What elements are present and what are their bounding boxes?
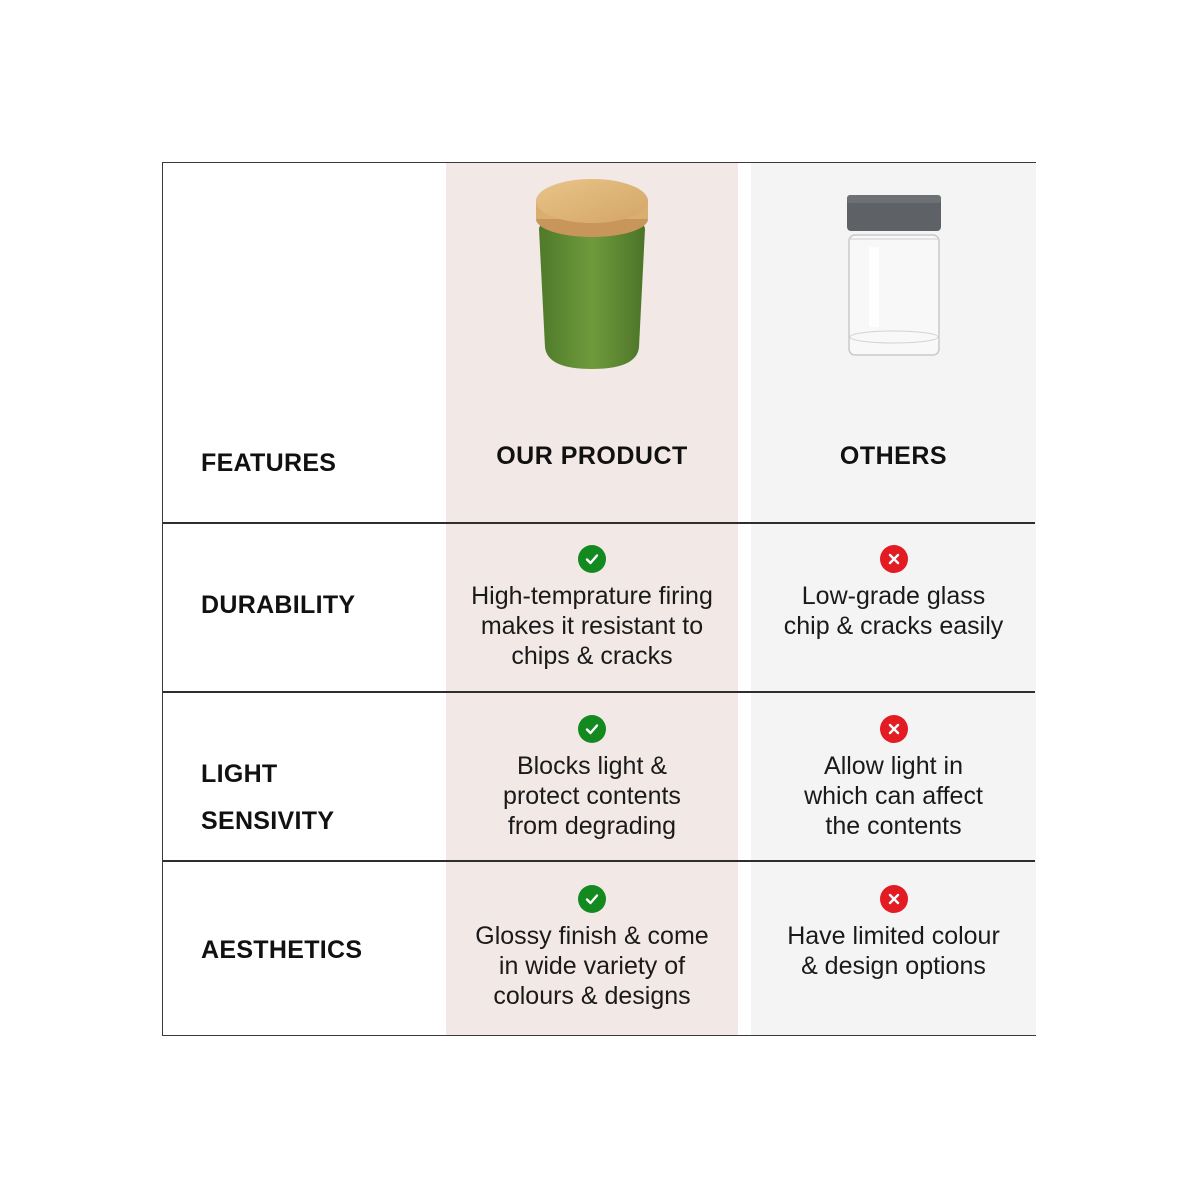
comparison-table: FEATURES OUR PRODUCT OTHERS DURABILITY H… [162, 162, 1036, 1036]
others-light-text: Allow light in which can affect the cont… [804, 752, 983, 840]
others-durability-cell: Low-grade glass chip & cracks easily [751, 545, 1036, 641]
row-divider [163, 691, 1035, 693]
our-aesthetics-cell: Glossy finish & come in wide variety of … [446, 885, 738, 1011]
others-image [751, 163, 1036, 390]
feature-durability: DURABILITY [201, 591, 356, 619]
features-header: FEATURES [201, 449, 337, 477]
glass-jar-icon [846, 194, 941, 356]
cross-icon [879, 715, 908, 743]
our-light-text: Blocks light & protect contents from deg… [503, 752, 681, 840]
our-aesthetics-text: Glossy finish & come in wide variety of … [475, 922, 709, 1010]
others-header: OTHERS [839, 442, 948, 470]
our-light-cell: Blocks light & protect contents from deg… [446, 715, 738, 841]
others-durability-text: Low-grade glass chip & cracks easily [783, 582, 1004, 640]
cross-icon [879, 885, 908, 913]
our-product-header: OUR PRODUCT [496, 442, 688, 470]
cross-icon [879, 545, 908, 573]
row-divider [163, 860, 1035, 862]
row-divider [163, 522, 1035, 524]
feature-light-sensivity: LIGHT SENSIVITY [201, 760, 335, 835]
our-durability-text: High-temprature firing makes it resistan… [471, 582, 713, 670]
others-light-cell: Allow light in which can affect the cont… [751, 715, 1036, 841]
our-durability-cell: High-temprature firing makes it resistan… [446, 545, 738, 671]
green-jar-icon [536, 178, 648, 369]
others-aesthetics-text: Have limited colour & design options [787, 922, 1000, 980]
check-icon [578, 545, 606, 573]
check-icon [578, 885, 606, 913]
check-icon [578, 715, 606, 743]
our-product-image [446, 163, 738, 390]
feature-aesthetics: AESTHETICS [201, 936, 363, 964]
others-aesthetics-cell: Have limited colour & design options [751, 885, 1036, 981]
